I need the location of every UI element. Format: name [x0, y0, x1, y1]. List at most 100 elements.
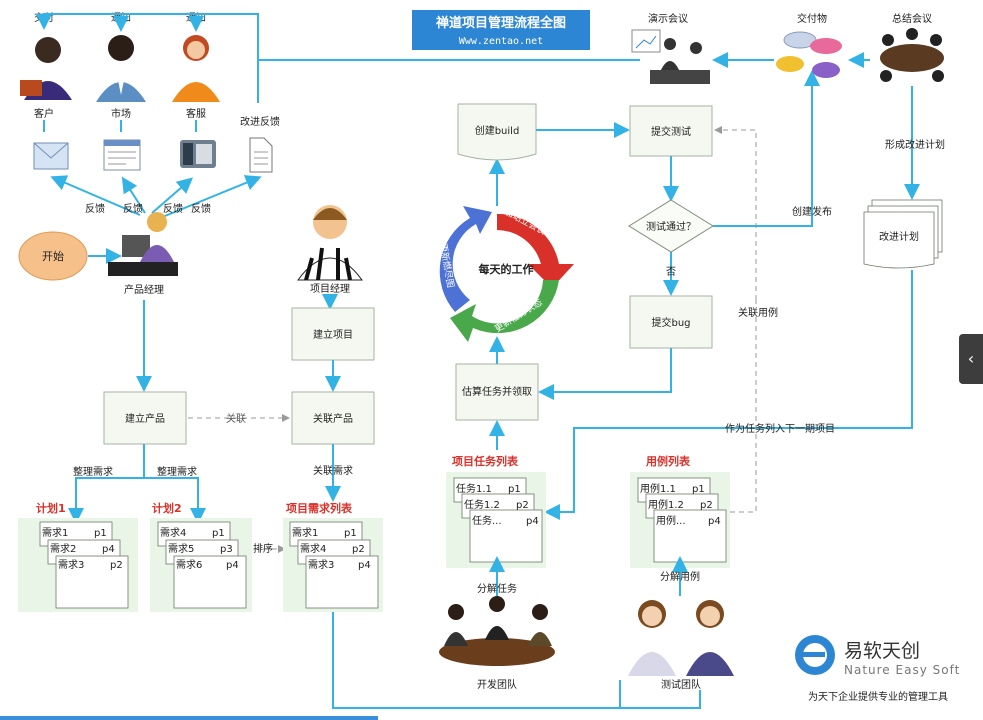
svg-text:需求3: 需求3	[308, 559, 334, 571]
daily-work-cycle: 每天的工作 参加站立会议 更新燃尽图 更新任务状态	[437, 201, 574, 342]
email-icon	[33, 142, 69, 170]
link-label: 关联	[226, 412, 246, 425]
svg-text:p1: p1	[508, 484, 521, 495]
svg-text:建立产品: 建立产品	[125, 412, 165, 425]
split-task-label: 分解任务	[477, 582, 517, 595]
svg-text:客户: 客户	[34, 107, 54, 120]
customer-person: 交付 客户	[20, 11, 72, 120]
project-manager-person: 项目经理	[297, 205, 363, 295]
svg-text:需求4: 需求4	[300, 543, 326, 555]
svg-text:p1: p1	[94, 528, 107, 539]
svg-text:需求1: 需求1	[292, 527, 318, 539]
svg-text:p4: p4	[526, 516, 539, 527]
svg-text:反馈: 反馈	[191, 202, 211, 215]
svg-text:项目任务列表: 项目任务列表	[452, 454, 519, 468]
document-icon	[249, 137, 273, 173]
sort-label: 排序	[253, 542, 273, 555]
svg-text:p3: p3	[220, 544, 233, 555]
svg-text:关联产品: 关联产品	[313, 412, 353, 425]
brand-name: 易软天创	[844, 640, 920, 662]
svg-text:需求2: 需求2	[50, 543, 76, 555]
no-label: 否	[666, 266, 676, 278]
svg-text:测试通过？: 测试通过？	[646, 220, 696, 233]
form-plan-label: 形成改进计划	[885, 138, 945, 151]
svg-text:p2: p2	[516, 500, 529, 511]
svg-text:开始: 开始	[42, 249, 64, 263]
svg-text:p2: p2	[700, 500, 713, 511]
svg-text:用例...: 用例...	[656, 514, 686, 527]
svg-text:p4: p4	[708, 516, 721, 527]
svg-text:演示会议: 演示会议	[648, 12, 688, 25]
svg-text:改进计划: 改进计划	[879, 230, 919, 243]
svg-text:整理需求: 整理需求	[73, 465, 113, 478]
test-team: 测试团队	[628, 600, 734, 691]
svg-text:客服: 客服	[186, 107, 206, 120]
svg-text:估算任务并领取: 估算任务并领取	[462, 385, 532, 398]
case-list-panel: 用例列表 用例1.1 p1 用例1.2 p2 用例... p4	[630, 454, 730, 568]
svg-text:p1: p1	[692, 484, 705, 495]
brand-en: Nature Easy Soft	[844, 663, 960, 677]
phone-icon	[180, 140, 216, 168]
summary-meeting: 总结会议	[880, 12, 944, 82]
svg-text:需求1: 需求1	[42, 527, 68, 539]
svg-text:p2: p2	[110, 560, 123, 571]
title-banner: 禅道项目管理流程全图 Www.zentao.net	[412, 10, 590, 50]
webpage-icon	[103, 139, 141, 171]
svg-text:任务...: 任务...	[472, 514, 502, 527]
next-period-label: 作为任务列入下一期项目	[725, 422, 835, 435]
svg-text:用例1.1: 用例1.1	[640, 482, 676, 495]
link-case-label: 关联用例	[738, 306, 778, 319]
svg-text:计划2: 计划2	[152, 501, 182, 515]
svg-text:需求5: 需求5	[168, 543, 194, 555]
svg-text:提交bug: 提交bug	[651, 316, 690, 329]
svg-text:反馈: 反馈	[123, 202, 143, 215]
svg-text:反馈: 反馈	[85, 202, 105, 215]
svg-text:p1: p1	[344, 528, 357, 539]
svg-text:市场: 市场	[111, 107, 131, 120]
demo-meeting: 演示会议	[631, 12, 710, 84]
feedback-doc-label: 改进反馈	[240, 115, 280, 128]
submit-bug-box: 提交bug	[629, 295, 713, 349]
svg-text:建立项目: 建立项目	[313, 328, 353, 341]
svg-text:用例1.2: 用例1.2	[648, 498, 684, 511]
svg-text:交付物: 交付物	[797, 12, 827, 25]
svg-text:整理需求: 整理需求	[157, 465, 197, 478]
diagram-title: 禅道项目管理流程全图	[435, 15, 566, 31]
svg-text:p2: p2	[352, 544, 365, 555]
start-node: 开始	[18, 231, 88, 281]
side-collapse-button[interactable]: ‹	[959, 334, 983, 384]
link-product-box: 关联产品	[291, 391, 375, 445]
svg-text:创建build: 创建build	[475, 124, 520, 137]
submit-test-box: 提交测试	[629, 105, 713, 157]
project-manager-label: 项目经理	[310, 282, 350, 295]
svg-text:需求4: 需求4	[160, 527, 186, 539]
svg-text:计划1: 计划1	[36, 501, 66, 515]
split-case-label: 分解用例	[660, 570, 700, 583]
brand-slogan: 为天下企业提供专业的管理工具	[808, 690, 948, 703]
svg-text:p4: p4	[226, 560, 239, 571]
create-build-box: 创建build	[457, 103, 537, 161]
svg-text:测试团队: 测试团队	[661, 678, 701, 691]
dev-team: 开发团队	[439, 596, 555, 691]
progress-bar	[0, 716, 378, 720]
create-release-label: 创建发布	[792, 205, 832, 218]
product-manager-label: 产品经理	[124, 283, 164, 296]
svg-text:总结会议: 总结会议	[892, 12, 932, 25]
diagram-url: Www.zentao.net	[459, 36, 543, 47]
svg-text:任务1.2: 任务1.2	[464, 498, 500, 511]
product-manager-person: 产品经理	[108, 212, 178, 296]
svg-text:p4: p4	[358, 560, 371, 571]
svg-text:需求6: 需求6	[176, 559, 202, 571]
deliverable: 交付物	[776, 12, 842, 78]
svg-text:用例列表: 用例列表	[646, 454, 691, 468]
svg-text:每天的工作: 每天的工作	[479, 262, 534, 276]
svg-text:开发团队: 开发团队	[477, 678, 517, 691]
improvement-plan-doc: 改进计划	[863, 199, 943, 269]
create-project-box: 建立项目	[291, 307, 375, 361]
svg-text:提交测试: 提交测试	[651, 125, 691, 138]
